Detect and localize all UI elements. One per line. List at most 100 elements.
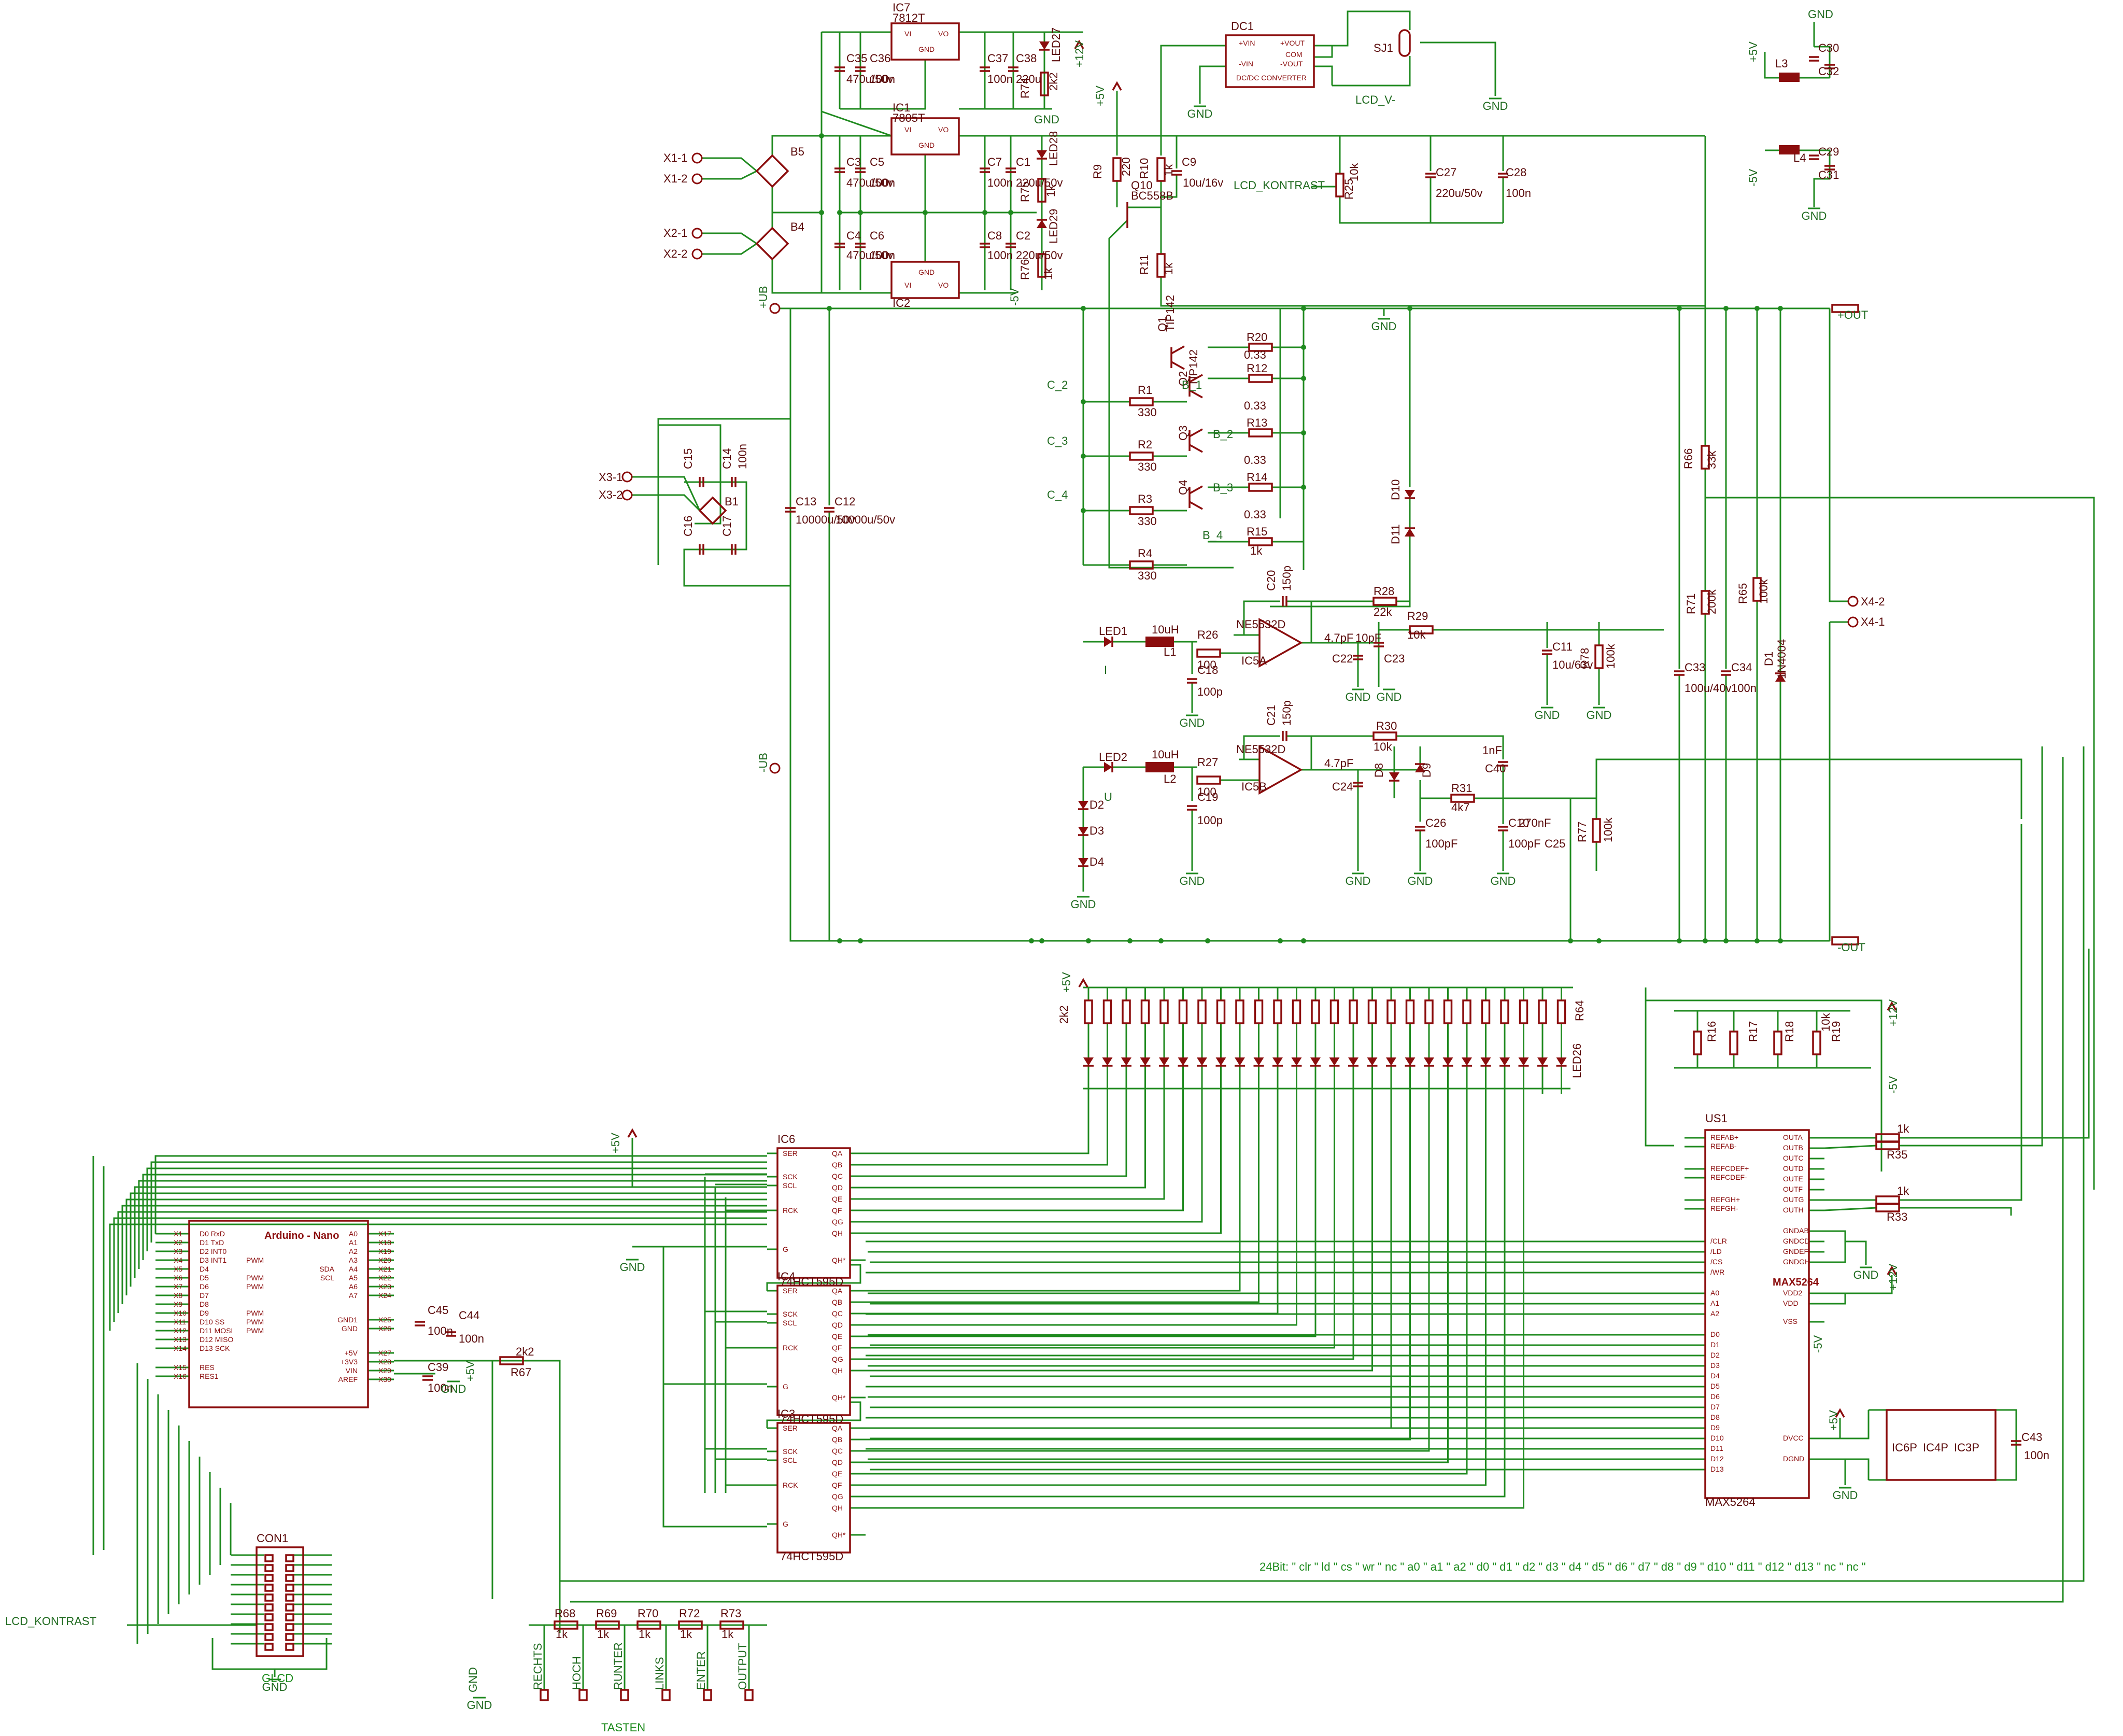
junction	[1301, 306, 1306, 311]
label-c28v: 100n	[1506, 187, 1531, 200]
wire	[130, 1192, 767, 1287]
wire	[1646, 999, 1883, 1172]
supply-arrow	[1078, 978, 1088, 987]
label-c18: C18	[1197, 664, 1218, 676]
label-us1: US1	[1705, 1112, 1728, 1125]
led-bar-led	[1215, 1057, 1226, 1066]
pin-label: AREF	[338, 1375, 358, 1384]
label-qd: QD	[832, 1321, 843, 1329]
label-p5v: +5V	[609, 1133, 622, 1153]
label-c30: C30	[1818, 41, 1839, 54]
led-bar-led	[1348, 1057, 1358, 1066]
label-sck: SCK	[783, 1447, 798, 1456]
wire	[632, 476, 701, 511]
led-bar-led	[1102, 1057, 1113, 1066]
label-ser: SER	[783, 1424, 798, 1432]
junction	[1301, 938, 1306, 943]
wire	[866, 1094, 1241, 1292]
wire	[766, 1264, 861, 1291]
label-r29: R29	[1407, 610, 1428, 623]
resistor-r2	[1129, 451, 1154, 461]
label-c25v: 100pF	[1508, 837, 1540, 850]
label-c43v: 100n	[2024, 1449, 2049, 1462]
wire	[866, 1094, 1317, 1337]
terminal-x2-1	[691, 228, 703, 239]
label-c11v: 10u/63v	[1552, 658, 1593, 671]
bridge-b1	[698, 496, 727, 525]
resistor-r35	[1875, 1133, 1900, 1142]
label-m5v: -5V	[1811, 1335, 1824, 1353]
label-c35: C35	[846, 52, 867, 65]
label-c100n: 100n	[736, 444, 749, 469]
resistor-r71	[1701, 590, 1710, 615]
pin-label: D11	[1710, 1444, 1723, 1452]
label-c33: C33	[1685, 661, 1705, 674]
pin-label: PWM	[246, 1274, 264, 1282]
resistor-r69	[595, 1620, 620, 1630]
junction	[1778, 938, 1783, 943]
label-vo_c: VO	[938, 281, 949, 289]
label-c3v: 470u/50v	[846, 176, 894, 189]
pin-label: GND	[262, 1681, 288, 1693]
inductor	[1145, 637, 1174, 647]
wire	[1332, 56, 1411, 87]
wire	[866, 1094, 1108, 1166]
wire	[866, 1094, 1127, 1177]
label-d2: D2	[1089, 798, 1104, 811]
label-dcvout: +VOUT	[1280, 39, 1305, 47]
pin-label: D4	[200, 1265, 209, 1273]
wire	[1824, 1207, 1877, 1211]
wire	[766, 1401, 861, 1428]
label-p12v: +12V	[1887, 1264, 1900, 1291]
supply-arrow	[627, 1128, 638, 1138]
connector-pin	[285, 1564, 294, 1572]
pin-label: D13	[1710, 1465, 1724, 1473]
label-r64: R64	[1573, 1000, 1586, 1021]
resistor-led-bar	[1102, 999, 1112, 1024]
label-qa: QA	[832, 1424, 843, 1432]
pin-label: X12	[174, 1326, 187, 1335]
wire	[821, 110, 892, 137]
resistor-led-bar	[1140, 999, 1150, 1024]
label-c28: C28	[1506, 166, 1526, 179]
label-qb: QB	[832, 1435, 842, 1444]
label-p12v: +12V	[1073, 40, 1086, 67]
ic-power-block	[1886, 1409, 1997, 1481]
wire	[150, 1161, 767, 1243]
shift-register-ic6	[776, 1147, 851, 1279]
wire	[658, 424, 721, 525]
terminal-x1-1	[691, 152, 703, 164]
pin-label: OUTD	[1783, 1164, 1804, 1173]
pin-label: D4	[1710, 1372, 1720, 1380]
junction	[982, 210, 987, 215]
label-rck: RCK	[783, 1206, 798, 1215]
label-c8: C8	[987, 229, 1002, 242]
resistor-led-bar	[1254, 999, 1264, 1024]
pin-label: D8	[1710, 1413, 1720, 1421]
label-dcmvout: -VOUT	[1280, 60, 1303, 68]
junction	[1158, 938, 1164, 943]
label-c150p: 150p	[1280, 700, 1293, 726]
junction	[1081, 454, 1086, 459]
wire	[1845, 1240, 1867, 1265]
junction	[1205, 938, 1210, 943]
label-c36: C36	[870, 52, 890, 65]
resistor-r66	[1701, 445, 1710, 470]
label-ic1_type: 7805T	[893, 111, 925, 124]
pin-label: GND	[1491, 874, 1516, 887]
label-qg: QG	[832, 1218, 843, 1226]
led-bar-led	[1424, 1057, 1434, 1066]
led-bar-led	[1253, 1057, 1264, 1066]
wire	[702, 243, 757, 255]
label-r1k: 1k	[1250, 544, 1263, 557]
trimmer	[1693, 1031, 1702, 1055]
terminal-x3-1	[621, 471, 633, 483]
label-r10k: 10k	[1819, 1013, 1832, 1032]
label-r330: 330	[1138, 406, 1157, 419]
label-q4: Q4	[1177, 480, 1190, 495]
label-g: G	[783, 1520, 788, 1528]
junction	[1754, 938, 1760, 943]
label-d1: D1	[1762, 652, 1775, 666]
connector-pin	[285, 1643, 294, 1651]
resistor-led-bar	[1424, 999, 1434, 1024]
